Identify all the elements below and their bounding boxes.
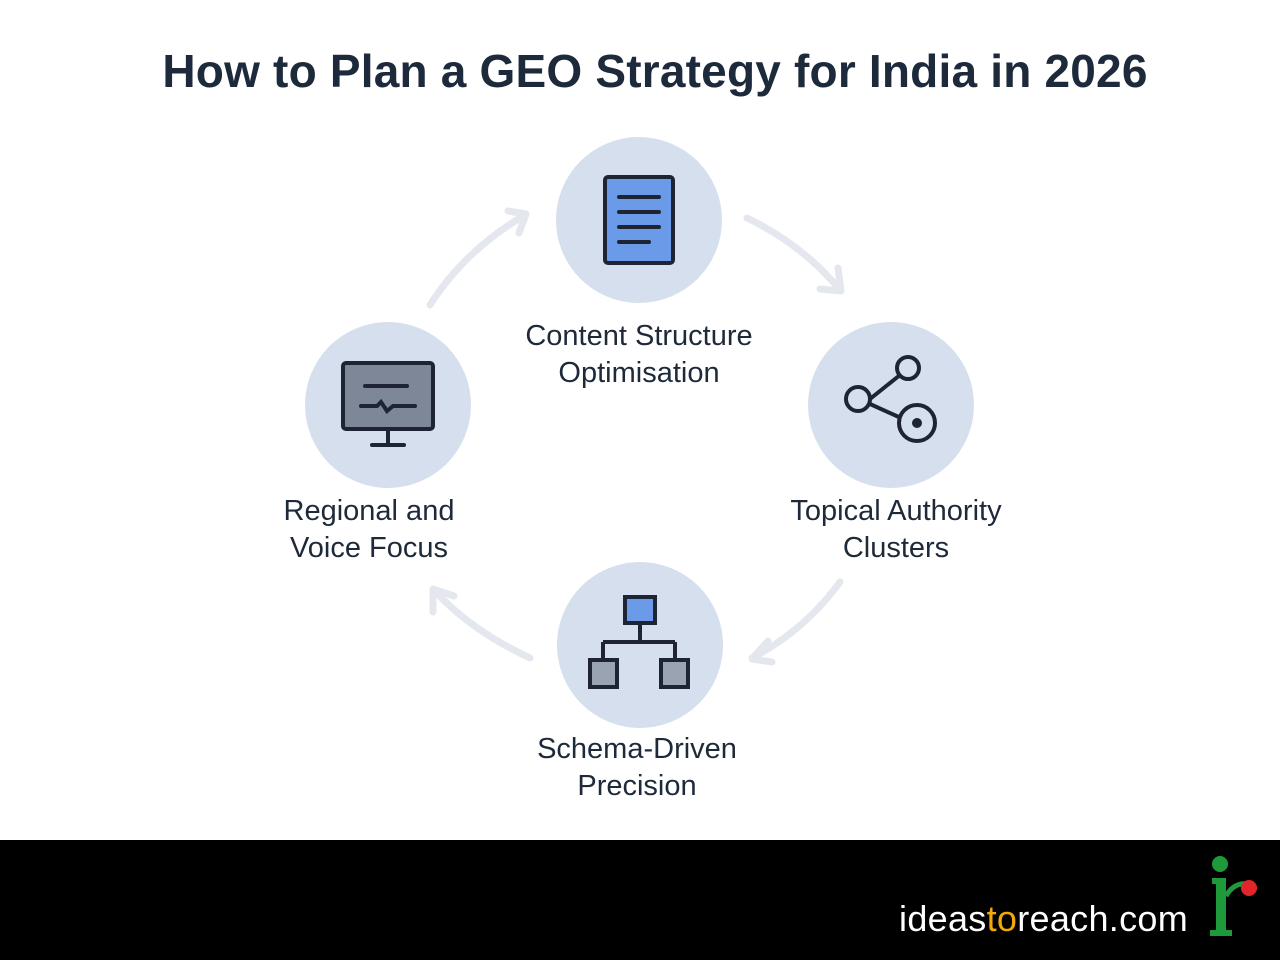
brand-link[interactable]: ideastoreach.com (899, 898, 1188, 940)
schema-driven-circle (557, 562, 723, 728)
cycle-diagram: Content Structure Optimisation Topical A… (209, 137, 1056, 805)
regional-voice-line1: Regional and (283, 495, 455, 527)
footer-bar: ideastoreach.com (0, 840, 1280, 960)
content-structure-line1: Content Structure (525, 320, 753, 352)
topical-authority-label: Topical Authority Clusters (736, 493, 1056, 567)
share-nodes-icon (844, 355, 937, 443)
document-icon (603, 175, 675, 265)
page-title: How to Plan a GEO Strategy for India in … (162, 45, 1148, 97)
regional-voice-label: Regional and Voice Focus (209, 493, 529, 567)
arrow-topical-to-schema (748, 578, 844, 666)
content-structure-line2: Optimisation (558, 357, 720, 389)
brand-text-start: ideas (899, 898, 987, 939)
topical-authority-line2: Clusters (842, 532, 950, 564)
regional-voice-line2: Voice Focus (290, 532, 448, 564)
brand-text-end: reach.com (1017, 898, 1188, 939)
brand-logo-icon (1210, 856, 1257, 936)
content-structure-label: Content Structure Optimisation (479, 318, 799, 392)
arrow-content-to-topical (743, 214, 845, 295)
brand-text-accent: to (986, 898, 1018, 939)
topical-authority-line1: Topical Authority (790, 495, 1002, 527)
hierarchy-icon (588, 595, 690, 689)
topical-authority-circle (808, 322, 974, 488)
schema-driven-label: Schema-Driven Precision (477, 731, 797, 805)
schema-driven-line1: Schema-Driven (537, 733, 737, 765)
schema-driven-line2: Precision (577, 770, 697, 802)
arrow-regional-to-content (426, 207, 530, 309)
monitor-icon (341, 361, 435, 447)
content-structure-circle (556, 137, 722, 303)
regional-voice-circle (305, 322, 471, 488)
arrow-schema-to-regional (429, 585, 534, 662)
cycle-arrows (426, 207, 845, 666)
